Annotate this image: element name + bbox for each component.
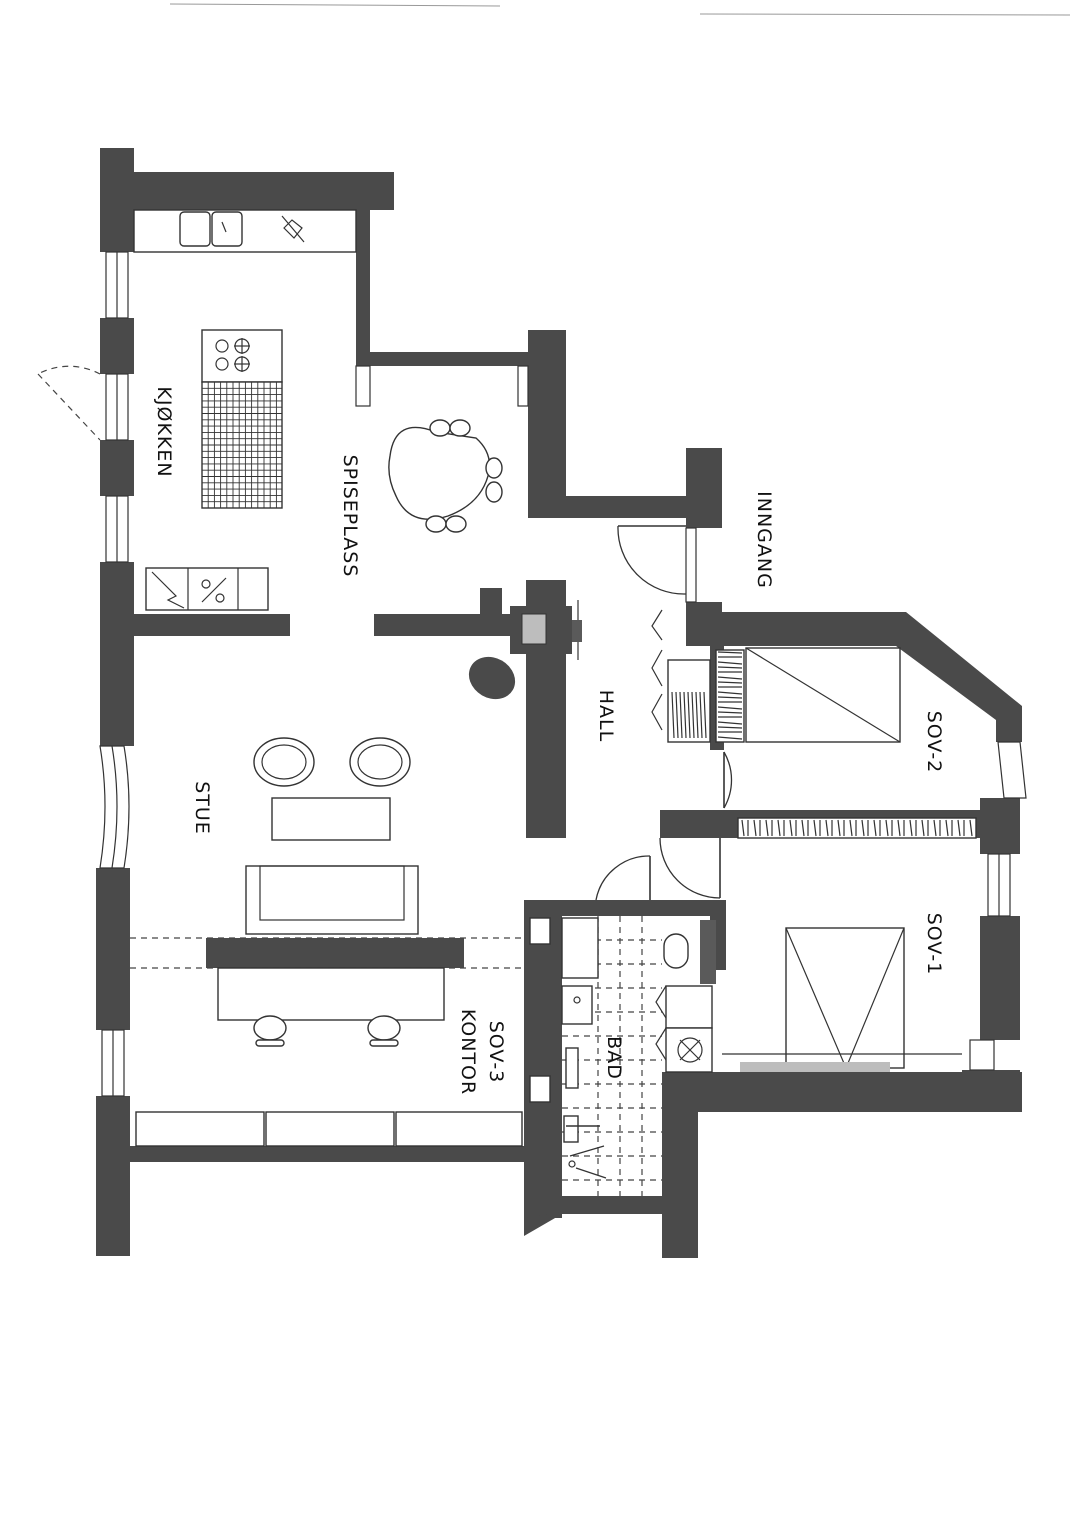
pattern-line — [777, 819, 781, 837]
pattern-line — [849, 819, 853, 837]
pattern-line — [717, 691, 743, 695]
wardrobe-2 — [265, 1111, 395, 1147]
living-fixtures — [245, 737, 419, 935]
pattern-line — [695, 691, 699, 739]
sov2-wardrobe-lines — [717, 651, 743, 740]
pattern-line — [837, 819, 841, 837]
doors — [37, 365, 733, 901]
pattern-line — [717, 711, 743, 714]
dryer — [665, 1027, 713, 1073]
pattern-line — [933, 819, 937, 837]
lower-counter — [145, 567, 269, 611]
basin — [561, 985, 593, 1025]
room-labels: KJØKKEN SPISEPLASS INNGANG HALL SOV-2 ST… — [153, 386, 945, 1095]
pattern-line — [957, 819, 961, 837]
pattern-line — [969, 819, 973, 837]
kitchen-counter-top — [133, 209, 357, 253]
label-kontor: KONTOR — [457, 1009, 479, 1095]
wardrobe-1 — [135, 1111, 265, 1147]
sov2-door-arc — [723, 751, 733, 809]
toilet — [663, 933, 689, 969]
pattern-line — [717, 651, 743, 654]
sov1-wardrobe-lines — [741, 819, 973, 837]
sink-left — [179, 211, 211, 247]
label-sov2: SOV-2 — [923, 711, 945, 774]
pattern-line — [717, 681, 743, 684]
sov1-fixtures — [722, 817, 977, 1072]
pattern-line — [717, 706, 743, 710]
pattern-line — [703, 691, 707, 739]
kitchen-door-arc — [37, 365, 101, 375]
tap-icon — [281, 215, 305, 243]
sov3-fixtures — [135, 917, 551, 1147]
pattern-line — [885, 819, 889, 837]
pattern-line — [741, 819, 745, 837]
sov1-bed — [785, 927, 905, 1069]
windows — [99, 251, 1027, 1097]
pattern-line — [683, 691, 687, 739]
pattern-line — [717, 676, 743, 680]
pattern-line — [921, 819, 925, 837]
pattern-line — [675, 691, 679, 739]
pattern-line — [861, 819, 865, 837]
sov1-door-arc — [659, 837, 721, 899]
pattern-line — [691, 691, 695, 739]
hall-wardrobe-lines — [671, 691, 707, 739]
label-inngang: INNGANG — [753, 491, 775, 589]
pattern-line — [789, 819, 793, 837]
hall-wardrobe — [667, 659, 711, 743]
bathtub — [561, 917, 599, 979]
bad-door-arc — [595, 855, 651, 901]
walls — [96, 148, 1022, 1258]
pattern-line — [909, 819, 913, 837]
pattern-line — [717, 736, 743, 740]
pattern-line — [945, 819, 949, 837]
label-hall: HALL — [595, 690, 617, 742]
pattern-line — [873, 819, 877, 837]
label-stue: STUE — [191, 781, 213, 835]
label-sov1: SOV-1 — [923, 913, 945, 976]
kitchen-fixtures — [133, 209, 357, 611]
pattern-line — [717, 666, 743, 669]
coffee-table — [271, 797, 391, 841]
dishwasher-icon — [151, 571, 185, 609]
pattern-line — [717, 726, 743, 729]
label-spiseplass: SPISEPLASS — [339, 455, 361, 578]
scan-artifacts — [169, 3, 1071, 16]
label-bad: BAD — [603, 1036, 625, 1080]
dining-table — [388, 426, 491, 520]
pattern-line — [801, 819, 805, 837]
pattern-line — [717, 661, 743, 665]
label-sov3: SOV-3 — [485, 1021, 507, 1084]
entrance-door-arc — [617, 525, 687, 595]
sink-right — [211, 211, 243, 247]
sov2-fixtures — [667, 647, 901, 743]
pattern-line — [825, 819, 829, 837]
wardrobe-3 — [395, 1111, 523, 1147]
pattern-line — [813, 819, 817, 837]
desk — [217, 967, 445, 1021]
pattern-line — [765, 819, 769, 837]
pattern-line — [753, 819, 757, 837]
pattern-line — [717, 721, 743, 725]
sofa — [245, 865, 419, 935]
washer — [665, 985, 713, 1029]
bathroom-fixtures — [561, 916, 716, 1196]
pattern-line — [671, 691, 675, 739]
pattern-line — [679, 691, 683, 739]
fireplace — [468, 600, 582, 700]
island-grid — [201, 381, 282, 508]
pattern-line — [699, 691, 703, 739]
label-kjokken: KJØKKEN — [153, 386, 175, 477]
dining-table-group — [388, 419, 503, 533]
pattern-line — [897, 819, 901, 837]
pattern-line — [717, 696, 743, 699]
pattern-line — [687, 691, 691, 739]
